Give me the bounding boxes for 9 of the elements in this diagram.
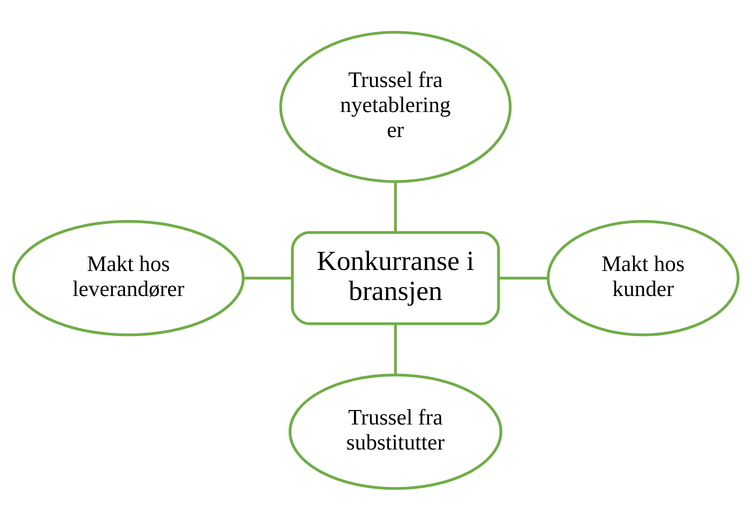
node-ellipse: Makt hos leverandører [12,220,245,336]
connector [243,276,292,280]
node-ellipse: Trussel fra substitutter [288,374,502,490]
node-ellipse: Makt hos kunder [546,220,740,336]
connector [394,182,397,232]
node-ellipse: Trussel fra nyetablering er [279,30,512,183]
node-box: Konkurranse i bransjen [291,231,500,326]
connector [498,276,548,280]
connector [394,324,397,375]
